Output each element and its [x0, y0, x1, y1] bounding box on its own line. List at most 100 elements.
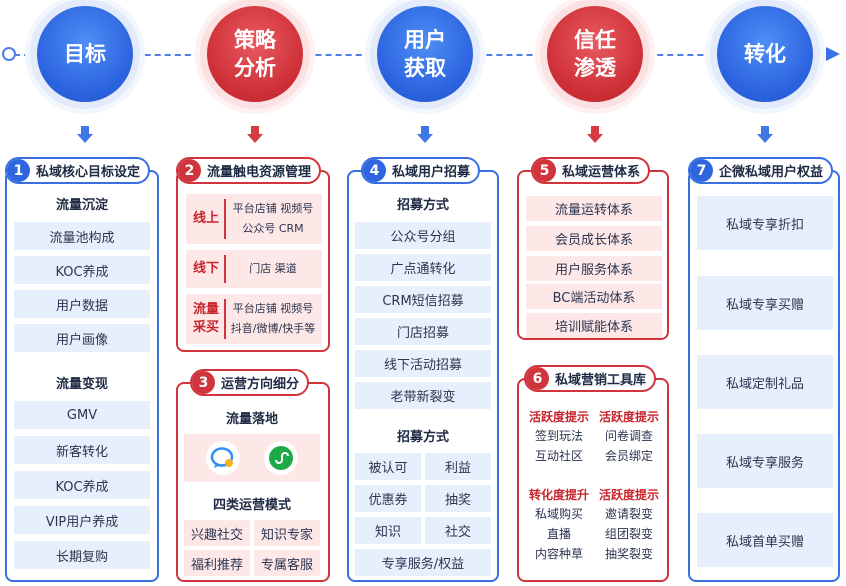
tool-group-title: 活跃度提示: [598, 410, 659, 424]
panel-user-recruitment-title: 4 私域用户招募: [361, 157, 481, 184]
grid-item: 利益: [425, 453, 491, 480]
landing-icons-box: [184, 434, 320, 482]
step-number-badge: 1: [7, 159, 30, 182]
list-item: 用户数据: [14, 290, 150, 318]
list-item: 公众号分组: [355, 222, 491, 249]
down-arrow-icon: [77, 126, 93, 144]
tool-item: 内容种草: [534, 547, 583, 561]
list-item: 流量运转体系: [526, 196, 662, 221]
flow-step-strategy: 策略 分析: [207, 6, 303, 102]
panel-title-text: 私域核心目标设定: [36, 165, 141, 180]
subtitle-operation-modes: 四类运营模式: [212, 498, 291, 513]
down-arrow-icon: [587, 126, 603, 144]
list-item: 新客转化: [14, 436, 150, 464]
flow-step-conversion: 转化: [717, 6, 813, 102]
subtitle-traffic-landing: 流量落地: [225, 412, 278, 427]
group-title-traffic-monetization: 流量变现: [55, 377, 108, 392]
step-number-badge: 6: [526, 367, 549, 390]
resource-row-traffic-purchase: 流量 采买 平台店铺 视频号 抖音/微博/快手等: [186, 294, 322, 344]
tool-group: 活跃度提示 问卷调查 会员绑定: [594, 408, 664, 466]
panel-resource-management-title: 2 流量触电资源管理: [176, 157, 322, 184]
flow-step-goal: 目标: [37, 6, 133, 102]
benefit-item: 私域首单买赠: [697, 513, 833, 567]
mode-item: 兴趣社交: [184, 520, 250, 546]
resource-row-label: 线上: [192, 211, 219, 226]
grid-item: 被认可: [355, 453, 421, 480]
tool-item: 直播: [546, 527, 571, 541]
panel-marketing-toolkit: [517, 378, 669, 582]
benefit-item: 私域专享买赠: [697, 276, 833, 330]
down-arrow-icon: [417, 126, 433, 144]
list-item: CRM短信招募: [355, 286, 491, 313]
panel-title-text: 私域用户招募: [392, 165, 471, 180]
grid-item: 优惠券: [355, 485, 421, 512]
resource-row-offline: 线下 门店 渠道: [186, 250, 322, 288]
list-item: GMV: [14, 401, 150, 429]
list-item: VIP用户养成: [14, 506, 150, 534]
tool-item: 签到玩法: [534, 429, 583, 443]
panel-title-text: 私域运营体系: [562, 165, 641, 180]
tool-item: 互动社区: [534, 449, 583, 463]
tool-item: 私域购买: [534, 507, 583, 521]
tool-group: 转化度提升 私域购买 直播 内容种草: [524, 486, 594, 564]
list-item: KOC养成: [14, 471, 150, 499]
panel-marketing-toolkit-title: 6 私域营销工具库: [524, 365, 657, 392]
list-item: 门店招募: [355, 318, 491, 345]
panel-operation-direction-title: 3 运营方向细分: [190, 369, 310, 396]
panel-title-text: 私域营销工具库: [555, 373, 647, 388]
subtitle-recruitment-methods: 招募方式: [396, 198, 449, 213]
flow-step-trust: 信任 渗透: [547, 6, 643, 102]
chat-bubble-icon: [206, 441, 240, 475]
resource-row-text: 平台店铺 视频号 抖音/微博/快手等: [230, 302, 316, 335]
list-item: 老带新裂变: [355, 382, 491, 409]
tool-item: 抽奖裂变: [604, 547, 653, 561]
resource-row-label: 流量 采买: [192, 302, 219, 335]
panel-title-text: 流量触电资源管理: [207, 165, 312, 180]
subtitle-recruitment-methods-2: 招募方式: [396, 430, 449, 445]
flow-step-acquisition: 用户 获取: [377, 6, 473, 102]
flow-start-circle: [2, 47, 16, 61]
step-number-badge: 5: [533, 159, 556, 182]
tool-item: 问卷调查: [604, 429, 653, 443]
tool-item: 组团裂变: [604, 527, 653, 541]
list-item: 会员成长体系: [526, 226, 662, 251]
grid-item: 知识: [355, 517, 421, 544]
tool-group-title: 活跃度提示: [528, 410, 589, 424]
list-item: 线下活动招募: [355, 350, 491, 377]
tool-group-title: 活跃度提示: [598, 488, 659, 502]
list-item: 广点通转化: [355, 254, 491, 281]
resource-row-text: 平台店铺 视频号 公众号 CRM: [232, 202, 314, 235]
list-item: 用户画像: [14, 324, 150, 352]
list-item: 长期复购: [14, 541, 150, 569]
panel-operation-system-title: 5 私域运营体系: [531, 157, 651, 184]
step-number-badge: 2: [178, 159, 201, 182]
down-arrow-icon: [247, 126, 263, 144]
panel-title-text: 运营方向细分: [221, 377, 300, 392]
benefit-item: 私域专享服务: [697, 434, 833, 488]
panel-core-goals-title: 1 私域核心目标设定: [5, 157, 151, 184]
list-item: BC端活动体系: [526, 284, 662, 309]
group-title-traffic-retention: 流量沉淀: [55, 198, 108, 213]
mode-item: 知识专家: [254, 520, 320, 546]
mode-item: 专属客服: [254, 550, 320, 576]
tool-group: 活跃度提示 邀请裂变 组团裂变 抽奖裂变: [594, 486, 664, 564]
resource-row-text: 门店 渠道: [249, 262, 297, 275]
list-item: 专享服务/权益: [355, 549, 491, 576]
list-item: 流量池构成: [14, 222, 150, 250]
tool-item: 会员绑定: [604, 449, 653, 463]
panel-title-text: 企微私域用户权益: [719, 165, 824, 180]
step-number-badge: 3: [192, 371, 215, 394]
panel-operation-direction: [176, 382, 330, 582]
resource-row-label: 线下: [192, 261, 219, 276]
step-number-badge: 7: [690, 159, 713, 182]
mode-item: 福利推荐: [184, 550, 250, 576]
tool-item: 邀请裂变: [604, 507, 653, 521]
mini-program-icon: [264, 441, 298, 475]
benefit-item: 私域专享折扣: [697, 196, 833, 250]
down-arrow-icon: [757, 126, 773, 144]
grid-item: 抽奖: [425, 485, 491, 512]
benefit-item: 私域定制礼品: [697, 355, 833, 409]
panel-user-benefits-title: 7 企微私域用户权益: [688, 157, 834, 184]
step-number-badge: 4: [363, 159, 386, 182]
list-item: KOC养成: [14, 256, 150, 284]
